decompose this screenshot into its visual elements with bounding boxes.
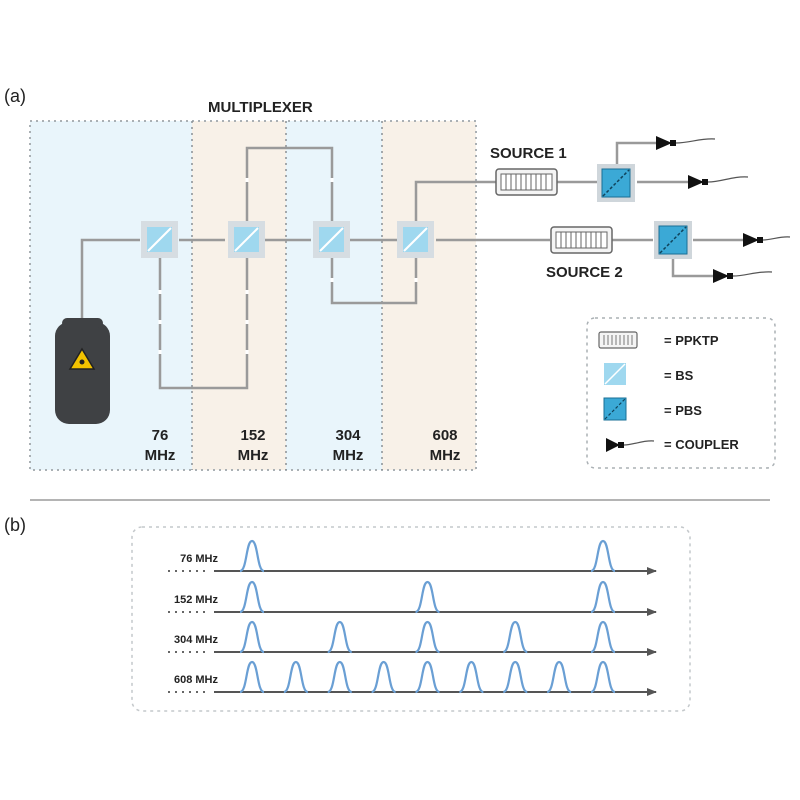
pulse-row-label: 304 MHz xyxy=(174,634,219,646)
section-labels: 76 MHz 152 MHz 304 MHz 608 MHz xyxy=(145,427,461,464)
multiplexer-sections xyxy=(29,120,477,471)
pulse-peak xyxy=(327,620,353,654)
section-unit-152: MHz xyxy=(238,447,269,464)
section-304mhz-bg xyxy=(286,121,382,470)
section-label-76: 76 xyxy=(152,427,169,444)
section-76mhz-bg xyxy=(30,121,192,470)
beam-splitter-icon xyxy=(141,221,178,258)
pulse-peak xyxy=(239,660,265,694)
legend-box xyxy=(586,317,776,469)
legend: = PPKTP = BS = PBS = COUPLER xyxy=(586,317,776,469)
section-152mhz-bg xyxy=(192,121,286,470)
loop-dash-marks xyxy=(158,178,418,354)
pulse-peak xyxy=(371,660,397,694)
pulse-peak xyxy=(414,660,441,694)
pulse-row: 608 MHz xyxy=(168,660,657,696)
multiplexer-border xyxy=(29,120,477,471)
pulse-train-rows: 76 MHz 152 MHz 304 MHz 608 MHz xyxy=(168,539,657,696)
beam-splitter-icon xyxy=(604,363,626,385)
pulse-peak xyxy=(414,620,441,654)
pulse-peak xyxy=(327,660,353,694)
panel-b: (b) 76 MHz 152 MHz 304 MHz 608 MHz xyxy=(4,515,691,712)
panel-b-label: (b) xyxy=(4,515,26,535)
legend-bs: = BS xyxy=(664,368,694,383)
section-608mhz-bg xyxy=(382,121,476,470)
pulse-peak xyxy=(590,539,616,573)
pulse-peak xyxy=(283,660,309,694)
fiber-coupler-icon xyxy=(656,136,716,150)
pulse-peak xyxy=(590,620,616,654)
polarizing-beam-splitter-icon xyxy=(597,164,635,202)
fiber-coupler-icon xyxy=(688,175,749,189)
pulse-peak xyxy=(239,539,265,573)
pulse-train-box xyxy=(131,526,691,712)
pulse-row: 76 MHz xyxy=(168,539,657,575)
ppktp-crystal-icon xyxy=(550,226,613,254)
polarizing-beam-splitter-icon xyxy=(603,397,627,421)
section-label-608: 608 xyxy=(432,427,457,444)
polarizing-beam-splitter-icon xyxy=(654,221,692,259)
pulse-peak xyxy=(239,620,265,654)
fiber-coupler-icon xyxy=(606,438,655,452)
pulse-row-label: 76 MHz xyxy=(180,553,218,565)
panel-a-label: (a) xyxy=(4,86,26,106)
pulse-row-label: 152 MHz xyxy=(174,594,219,606)
pulse-row: 304 MHz xyxy=(168,620,657,656)
legend-coupler: = COUPLER xyxy=(664,437,739,452)
section-label-304: 304 xyxy=(335,427,361,444)
ppktp-crystal-icon xyxy=(495,168,558,196)
pulse-peak xyxy=(458,660,484,694)
fiber-coupler-icon xyxy=(743,233,791,247)
multiplexer-title: MULTIPLEXER xyxy=(208,99,313,116)
pulse-row-label: 608 MHz xyxy=(174,674,219,686)
delay-loop-152 xyxy=(245,146,334,222)
legend-pbs: = PBS xyxy=(664,403,702,418)
warning-triangle-icon xyxy=(68,347,96,370)
pulse-peak xyxy=(590,580,616,614)
source-2-label: SOURCE 2 xyxy=(546,264,623,281)
pulse-row: 152 MHz xyxy=(168,580,657,616)
beam-path xyxy=(414,180,496,222)
section-label-152: 152 xyxy=(240,427,265,444)
beam-splitter-icon xyxy=(313,221,350,258)
legend-ppktp: = PPKTP xyxy=(664,333,719,348)
pulse-peak xyxy=(502,660,528,694)
laser-icon xyxy=(55,318,110,424)
pulse-peak xyxy=(590,660,616,694)
output-fiber xyxy=(615,141,660,164)
section-unit-304: MHz xyxy=(333,447,364,464)
ppktp-crystal-icon xyxy=(598,331,638,349)
panel-a: (a) MULTIPLEXER xyxy=(4,86,791,471)
pulse-peak xyxy=(546,660,572,694)
pulse-peak xyxy=(414,580,441,614)
fiber-coupler-icon xyxy=(713,269,773,283)
section-unit-608: MHz xyxy=(430,447,461,464)
pulse-peak xyxy=(239,580,265,614)
source-1-label: SOURCE 1 xyxy=(490,145,567,162)
section-unit-76: MHz xyxy=(145,447,176,464)
output-fiber xyxy=(671,258,715,278)
beam-splitter-icon xyxy=(228,221,265,258)
laser-fiber xyxy=(80,238,140,322)
beam-splitter-icon xyxy=(397,221,434,258)
pulse-peak xyxy=(502,620,528,654)
